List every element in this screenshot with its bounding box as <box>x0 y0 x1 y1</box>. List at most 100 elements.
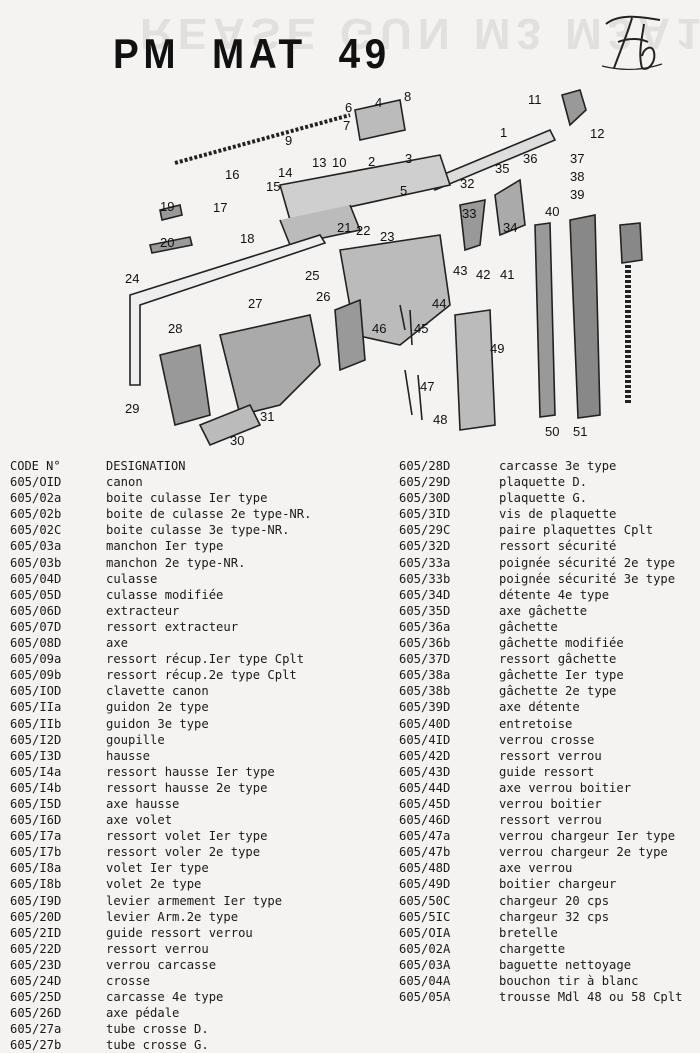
part-label: 30 <box>230 433 244 448</box>
part-designation: manchon 2e type-NR. <box>106 555 246 570</box>
part-designation: bouchon tir à blanc <box>499 974 639 988</box>
part-designation: ressort sécurité <box>499 539 617 554</box>
part-designation: verrou boitier <box>499 796 602 811</box>
part-label: 5 <box>400 183 407 198</box>
exploded-parts-diagram: 11 12 1 2 3 4 6 7 8 9 10 13 14 15 16 17 … <box>125 89 643 448</box>
magazine-housing-drawing <box>454 309 496 431</box>
part-code: 605/02C <box>10 523 62 538</box>
part-designation: ressort récup.Ier type Cplt <box>106 652 305 667</box>
part-code: 605/02A <box>399 941 451 956</box>
part-label: 19 <box>160 199 174 214</box>
part-code: 605/35D <box>399 603 451 618</box>
part-label: 4 <box>375 95 382 110</box>
part-label: 33 <box>462 206 476 221</box>
part-label: 41 <box>500 267 514 282</box>
part-label: 47 <box>420 379 434 394</box>
part-label: 11 <box>528 92 542 107</box>
part-designation: poignée sécurité 3e type <box>499 571 676 586</box>
part-label: 37 <box>570 151 584 166</box>
part-designation: chargeur 32 cps <box>499 909 610 924</box>
part-designation: gâchette <box>499 619 558 634</box>
part-label: 42 <box>476 267 490 282</box>
part-code: 605/02b <box>10 507 62 522</box>
part-code: 605/38a <box>399 668 451 683</box>
part-code: 605/I5D <box>10 796 62 811</box>
part-code: 605/32D <box>399 539 451 554</box>
part-label: 50 <box>545 424 559 439</box>
part-designation: axe hausse <box>106 796 180 811</box>
part-code: 605/28D <box>399 459 451 473</box>
part-label: 6 <box>345 100 352 115</box>
part-designation: ressort extracteur <box>106 619 239 634</box>
part-designation: verrou crosse <box>499 732 595 747</box>
part-code: 605/I2D <box>10 732 62 747</box>
part-designation: culasse modifiée <box>106 587 224 602</box>
part-label: 32 <box>460 176 474 191</box>
part-designation: volet Ier type <box>106 861 209 876</box>
part-code: 605/50C <box>399 893 451 908</box>
part-code: 605/29C <box>399 523 451 538</box>
part-label: 27 <box>248 296 262 311</box>
part-designation: ressort verrou <box>499 813 602 828</box>
part-label: 14 <box>278 165 292 180</box>
part-designation: verrou chargeur Ier type <box>499 829 676 844</box>
part-designation: guidon 2e type <box>106 700 209 715</box>
part-designation: verrou carcasse <box>106 957 217 972</box>
part-label: 20 <box>160 235 174 250</box>
part-code: 605/04A <box>399 974 451 988</box>
part-code: 605/03a <box>10 539 62 554</box>
part-designation: guide ressort <box>499 764 595 779</box>
part-code: 605/33a <box>399 555 451 570</box>
part-code: 605/06D <box>10 603 62 618</box>
receiver-drawing <box>278 154 452 221</box>
part-label: 18 <box>240 231 254 246</box>
part-label: 29 <box>125 401 139 416</box>
part-code: 605/29D <box>399 475 451 490</box>
part-code: 605/I8a <box>10 861 62 876</box>
part-label: 26 <box>316 289 330 304</box>
part-code: 605/26D <box>10 1006 62 1021</box>
part-code: 605/IIb <box>10 716 62 731</box>
part-designation: levier Arm.2e type <box>106 909 239 924</box>
part-code: 605/45D <box>399 796 451 811</box>
part-designation: tube crosse D. <box>106 1022 209 1037</box>
part-designation: axe verrou boitier <box>499 780 632 795</box>
part-designation: gâchette 2e type <box>499 684 617 699</box>
list-item: 605/50C chargeur 20 cps <box>399 893 699 909</box>
part-code: 605/36a <box>399 619 451 634</box>
part-code: 605/3ID <box>399 507 451 522</box>
part-designation: chargeur 20 cps <box>499 893 610 908</box>
part-designation: carcasse 3e type <box>499 459 617 473</box>
part-designation: bretelle <box>499 925 558 940</box>
part-code: 605/08D <box>10 636 62 651</box>
part-label: 21 <box>337 220 351 235</box>
part-code: 605/09b <box>10 668 62 683</box>
part-label: 39 <box>570 187 584 202</box>
part-designation: extracteur <box>106 603 180 618</box>
part-code: 605/47a <box>399 829 451 844</box>
part-designation: ressort verrou <box>499 748 602 763</box>
